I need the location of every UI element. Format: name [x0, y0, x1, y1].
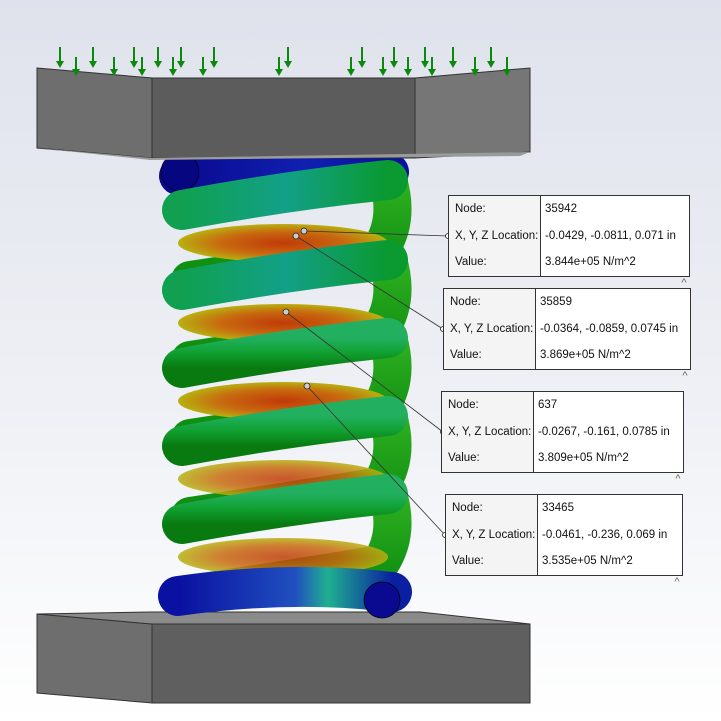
node-value: 35859: [540, 296, 572, 308]
load-arrow-icon: [110, 57, 118, 76]
load-arrow-icon: [404, 57, 412, 76]
collapse-caret-icon[interactable]: ^: [674, 576, 680, 588]
value-label: Value:: [449, 249, 541, 276]
load-arrow-icon: [169, 57, 177, 76]
probe-point-icon[interactable]: [292, 232, 300, 240]
stress-value: 3.844e+05 N/m^2: [545, 256, 636, 268]
load-arrow-icon: [284, 47, 292, 68]
node-label: Node:: [444, 289, 536, 316]
load-arrow-icon: [130, 47, 138, 68]
location-value: -0.0267, -0.161, 0.0785 in: [538, 425, 670, 438]
collapse-caret-icon[interactable]: ^: [675, 473, 681, 485]
load-arrow-icon: [347, 57, 355, 76]
stress-value: 3.869e+05 N/m^2: [540, 349, 631, 361]
probe-point-icon[interactable]: [282, 308, 290, 316]
spring-front-coil: [162, 160, 408, 230]
load-arrow-icon: [421, 47, 429, 68]
node-label: Node:: [449, 196, 541, 223]
probe-point-icon[interactable]: [300, 227, 308, 235]
load-arrow-icon: [358, 47, 366, 68]
location-label: X, Y, Z Location:: [449, 222, 541, 249]
spring-front-coil: [162, 396, 408, 466]
stress-value: 3.809e+05 N/m^2: [538, 452, 629, 464]
node-value: 637: [538, 399, 558, 411]
load-arrow-icon: [503, 57, 511, 76]
leader-line: [285, 311, 444, 433]
location-label: X, Y, Z Location:: [442, 418, 534, 445]
spring-bottom-coil: [158, 566, 412, 616]
value-label: Value:: [444, 342, 536, 369]
load-arrow-icon: [471, 57, 479, 76]
spring-front-coil: [162, 318, 408, 388]
probe-callout[interactable]: Node: 637 X, Y, Z Location: -0.0267, -0.161…: [441, 391, 684, 473]
load-arrow-icon: [449, 47, 457, 68]
load-arrow-icon: [210, 47, 218, 68]
location-label: X, Y, Z Location:: [446, 521, 538, 548]
load-arrow-icon: [72, 57, 80, 76]
node-label: Node:: [446, 495, 538, 522]
load-arrow-icon: [154, 47, 162, 68]
spring-front-coil: [162, 474, 408, 544]
spring-front-coil: [162, 240, 408, 310]
leader-line: [303, 230, 449, 237]
probe-callout[interactable]: Node: 33465 X, Y, Z Location: -0.0461, -0.2…: [445, 494, 683, 576]
load-arrow-icon: [56, 47, 64, 68]
load-arrow-icon: [487, 47, 495, 68]
node-label: Node:: [442, 392, 534, 419]
leader-line: [306, 385, 446, 536]
collapse-caret-icon[interactable]: ^: [681, 277, 687, 289]
leader-line: [295, 235, 444, 330]
spring-end-face: [363, 581, 401, 619]
node-value: 35942: [545, 203, 577, 215]
location-label: X, Y, Z Location:: [444, 315, 536, 342]
load-arrow-icon: [379, 57, 387, 76]
spring-stress-plot: [158, 147, 412, 619]
value-label: Value:: [442, 445, 534, 472]
load-arrow-icon: [275, 57, 283, 76]
load-arrow-icon: [428, 57, 436, 76]
probe-point-icon[interactable]: [303, 382, 311, 390]
load-arrow-icon: [199, 57, 207, 76]
stress-value: 3.535e+05 N/m^2: [542, 555, 633, 567]
load-arrow-icon: [177, 47, 185, 68]
node-value: 33465: [542, 502, 574, 514]
probe-callout[interactable]: Node: 35942 X, Y, Z Location: -0.0429, -0.0…: [448, 195, 690, 277]
value-label: Value:: [446, 548, 538, 575]
stress-hotspot: [178, 538, 388, 576]
collapse-caret-icon[interactable]: ^: [682, 370, 688, 382]
location-value: -0.0364, -0.0859, 0.0745 in: [540, 322, 679, 335]
bottom-plate: [36, 611, 531, 704]
location-value: -0.0461, -0.236, 0.069 in: [542, 528, 668, 541]
load-arrow-icon: [138, 57, 146, 76]
load-arrow-icon: [89, 47, 97, 68]
load-arrow-icon: [390, 47, 398, 68]
location-value: -0.0429, -0.0811, 0.071 in: [545, 229, 676, 242]
load-arrows: [56, 47, 511, 76]
probe-callout[interactable]: Node: 35859 X, Y, Z Location: -0.0364, -0.0…: [443, 288, 691, 370]
top-plate: [36, 67, 531, 160]
